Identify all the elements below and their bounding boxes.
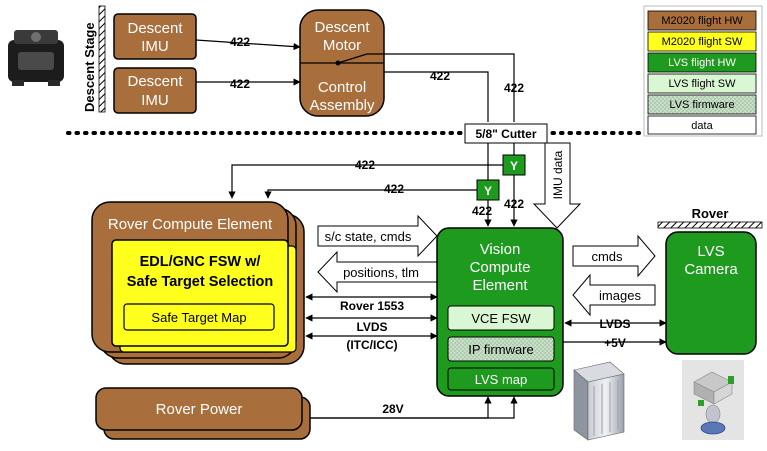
rover-label: Rover [692, 206, 729, 221]
vce-fsw [447, 305, 555, 331]
legend-item: M2020 flight HW [647, 10, 757, 31]
descent-stage-wall [98, 5, 106, 113]
legend-swatch-m2020-sw [647, 31, 757, 52]
svg-text:IMU: IMU [141, 38, 169, 55]
svg-text:LVS flight HW: LVS flight HW [668, 57, 736, 69]
legend-swatch-lvs-hw [647, 52, 757, 73]
svg-text:Y: Y [510, 159, 518, 173]
svg-text:IP firmware: IP firmware [468, 342, 534, 357]
y-splitter-2: Y [476, 143, 500, 201]
mid-422-label: 422 [384, 182, 404, 196]
rover-wall [657, 221, 763, 229]
legend-item: data [647, 115, 757, 135]
rover-power: Rover Power [95, 387, 311, 440]
legend-swatch-m2020-hw [647, 10, 757, 31]
svg-text:data: data [691, 120, 713, 132]
svg-text:EDL/GNC FSW w/: EDL/GNC FSW w/ [140, 254, 261, 270]
lvds-right-label: LVDS [599, 317, 630, 331]
lvs-map [447, 367, 555, 391]
legend-item: LVS flight HW [647, 52, 757, 73]
svg-text:Element: Element [472, 277, 528, 294]
svg-text:VCE FSW: VCE FSW [471, 311, 531, 326]
svg-text:IMU data: IMU data [551, 150, 565, 199]
svg-text:cmds: cmds [591, 249, 623, 264]
sc-state-arrow: s/c state, cmds [317, 214, 438, 258]
cutter-box: 5/8" Cutter [464, 123, 548, 144]
legend-swatch-lvs-sw [647, 73, 757, 94]
svg-text:Rover Power: Rover Power [156, 401, 243, 418]
descent-imu-bottom: Descent IMU [113, 67, 197, 114]
svg-text:Rover Compute Element: Rover Compute Element [108, 216, 273, 233]
svg-text:LVS: LVS [697, 243, 724, 260]
svg-text:M2020 flight SW: M2020 flight SW [662, 36, 743, 48]
long-422-label: 422 [355, 158, 375, 172]
y1-to-rce-link [228, 164, 503, 199]
svg-text:LVS firmware: LVS firmware [669, 99, 734, 111]
svg-text:Compute: Compute [470, 259, 531, 276]
v28-label: 28V [382, 402, 403, 416]
svg-text:LVS map: LVS map [475, 372, 528, 387]
images-arrow: images [572, 273, 656, 317]
svg-text:images: images [599, 288, 641, 303]
svg-text:s/c state, cmds: s/c state, cmds [325, 229, 412, 244]
cmds-arrow: cmds [572, 234, 656, 278]
svg-text:Descent: Descent [314, 19, 370, 36]
vce-camera-links: LVDS +5V [563, 317, 667, 350]
vce-photo [573, 361, 625, 441]
svg-text:LVS flight SW: LVS flight SW [668, 78, 736, 90]
legend-swatch-lvs-firmware [647, 94, 757, 115]
rover-1553-label: Rover 1553 [340, 299, 404, 313]
descent-motor-control-assembly: Descent Motor Control Assembly [299, 9, 385, 117]
svg-text:Y: Y [484, 184, 492, 198]
legend-item: LVS flight SW [647, 73, 757, 94]
descent-stage-label: Descent Stage [82, 22, 97, 112]
legend: M2020 flight HW M2020 flight SW LVS flig… [643, 5, 763, 137]
safe-target-map [123, 303, 275, 331]
rover-compute-element: Rover Compute Element EDL/GNC FSW w/ Saf… [91, 201, 305, 365]
right-422-label: 422 [504, 81, 524, 95]
svg-text:Safe Target Map: Safe Target Map [151, 310, 246, 325]
legend-swatch-data [647, 115, 757, 135]
svg-text:Vision: Vision [480, 241, 521, 258]
svg-text:IMU: IMU [141, 92, 169, 109]
camera-photo [682, 360, 744, 440]
svg-text:Camera: Camera [684, 261, 738, 278]
svg-text:positions, tlm: positions, tlm [343, 265, 419, 280]
imu-photo [8, 30, 64, 86]
power-links: 28V [310, 396, 518, 419]
lvs-camera: LVS Camera [665, 231, 757, 355]
rce-vce-links: Rover 1553 LVDS (ITC/ICC) [305, 293, 438, 352]
svg-text:Descent: Descent [127, 73, 183, 90]
legend-item: M2020 flight SW [647, 31, 757, 52]
svg-text:5/8" Cutter: 5/8" Cutter [475, 127, 536, 141]
imu-bottom-422-label: 422 [230, 77, 250, 91]
svg-text:Motor: Motor [323, 37, 361, 54]
imu-data-arrow: IMU data [532, 142, 582, 229]
lvds-left-label: LVDS [356, 320, 387, 334]
ip-firmware [447, 336, 555, 362]
itc-icc-label: (ITC/ICC) [346, 338, 397, 352]
plus5v-label: +5V [604, 336, 626, 350]
positions-arrow: positions, tlm [317, 250, 438, 294]
svg-text:Descent: Descent [127, 20, 183, 37]
legend-item: LVS firmware [647, 94, 757, 115]
svg-text:Assembly: Assembly [309, 97, 375, 114]
motor-422-label: 422 [430, 69, 450, 83]
svg-text:M2020 flight HW: M2020 flight HW [661, 15, 743, 27]
svg-text:Safe Target Selection: Safe Target Selection [127, 274, 273, 290]
y2-422-label: 422 [472, 204, 492, 218]
y1-422-label: 422 [504, 197, 524, 211]
y2-to-rce-link [264, 189, 477, 199]
y-splitter-1: Y [502, 143, 526, 176]
vision-compute-element: Vision Compute Element VCE FSW IP firmwa… [436, 227, 564, 397]
descent-imu-top: Descent IMU [113, 13, 197, 60]
imu-top-422-label: 422 [230, 35, 250, 49]
imu-motor-links: 422 422 [195, 35, 301, 91]
motor-output-links: 422 422 [384, 53, 524, 122]
svg-text:Control: Control [318, 79, 366, 96]
